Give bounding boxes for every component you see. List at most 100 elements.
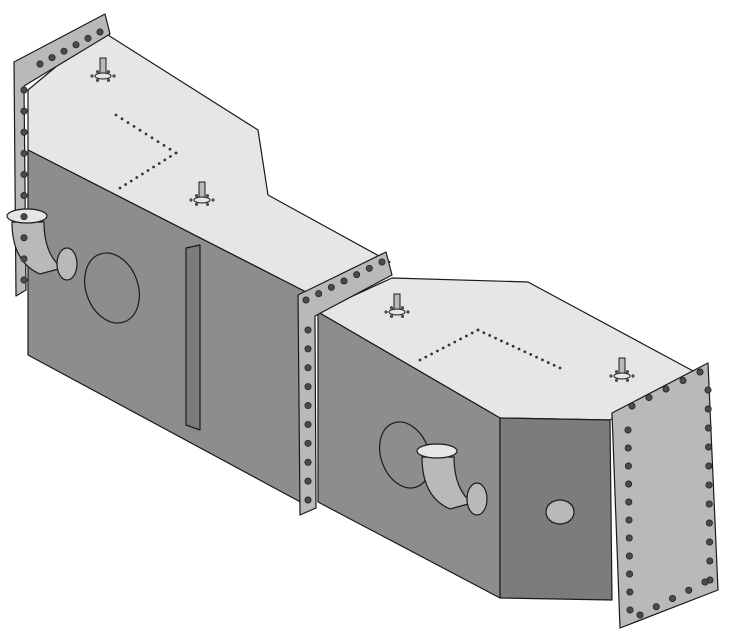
flange-bolt (624, 426, 632, 434)
flange-bolt (304, 364, 312, 372)
nozzle-top (609, 357, 635, 382)
flange-bolt (696, 368, 704, 376)
nozzle-top-bolt (625, 370, 630, 374)
flange-bolt (72, 41, 80, 49)
nozzle-top-bolt (625, 378, 630, 382)
rivet (511, 344, 515, 348)
rivet (523, 350, 527, 354)
flange-bolt (705, 481, 713, 489)
pipe-elbow-right-cap (416, 443, 458, 459)
flange-bolt (704, 386, 712, 394)
flange-bolt (626, 606, 634, 614)
right-end-flange (611, 362, 719, 629)
flange-bolt (706, 538, 714, 546)
flange-bolt (304, 326, 312, 334)
rivet (441, 346, 445, 350)
rivet (541, 358, 544, 362)
flange-bolt (304, 402, 312, 410)
bolts (20, 28, 714, 619)
nozzle-top-bolt (631, 374, 635, 378)
rivet (552, 363, 556, 367)
rivet (163, 158, 167, 162)
flange-bolt (20, 86, 28, 94)
flange-bolt (304, 458, 312, 466)
rivet (476, 328, 480, 332)
nozzle-top-bolt (614, 378, 619, 382)
side-boss (545, 499, 575, 525)
flange-bolt (365, 264, 373, 272)
rivet (535, 355, 538, 359)
rivet (505, 342, 509, 345)
flange-bolt (304, 496, 312, 504)
flange-bolt (20, 234, 28, 242)
pipe-elbow-left-outlet (56, 247, 78, 281)
pipe-elbow-right-body (421, 456, 474, 510)
flange-bolt (706, 557, 714, 565)
flange-bolt (624, 462, 632, 470)
flange-bolt (668, 594, 676, 602)
flange-bolt (304, 383, 312, 391)
nozzle-top-base (613, 372, 631, 380)
rivet (447, 343, 451, 347)
rivet (517, 347, 521, 351)
left-flange (13, 13, 111, 297)
nozzle-top-bolt (95, 70, 100, 74)
flanges (13, 13, 719, 629)
rivet (482, 331, 486, 335)
flange-bolt (48, 54, 56, 62)
rivet (436, 349, 439, 353)
left-box (27, 29, 391, 506)
flange-bolt (340, 277, 348, 285)
rivet (135, 176, 139, 179)
rivet (500, 339, 503, 343)
middle-channel (185, 244, 201, 431)
nozzle-top-bolt (400, 306, 405, 310)
flange-bolt (679, 376, 687, 384)
flange-bolt (645, 393, 653, 401)
rivet (418, 358, 422, 362)
nozzle-top-bolt (384, 310, 388, 314)
rivet (114, 113, 118, 117)
rivet (488, 334, 492, 337)
nozzle-top-bolt (106, 78, 111, 82)
flange-bolt (353, 271, 361, 279)
nozzle-top-bolt (614, 370, 619, 374)
nozzle-top-bolt (211, 198, 215, 202)
flange-bolt (96, 28, 104, 36)
rivet (124, 183, 127, 186)
rivet (157, 162, 161, 165)
nozzle-top-bolt (189, 198, 193, 202)
rivet (162, 144, 166, 147)
rivet (150, 136, 154, 140)
rivet (144, 132, 148, 136)
flange-bolt (652, 603, 660, 611)
flange-bolt (625, 516, 633, 524)
flange-bolt (315, 290, 323, 298)
rivet (470, 331, 474, 335)
nozzle-top-bolt (609, 374, 613, 378)
flange-bolt (685, 586, 693, 594)
nozzle-top-bolt (95, 78, 100, 82)
flange-bolt (20, 276, 28, 284)
flange-bolt (626, 570, 634, 578)
flange-bolt (20, 170, 28, 178)
flange-bolt (20, 255, 28, 263)
rivet (132, 125, 136, 128)
nozzle-top-bolt (90, 74, 94, 78)
nozzle-top-bolt (194, 202, 199, 206)
rivet (174, 151, 178, 155)
nozzle-top-bolt (389, 314, 394, 318)
flange-bolt (20, 213, 28, 221)
flange-bolt (327, 283, 335, 291)
rivet (168, 147, 172, 151)
pipe-elbow-right (416, 443, 488, 516)
rivet (129, 179, 133, 183)
nozzle-top-bolt (194, 194, 199, 198)
rivet (465, 334, 468, 338)
flange-bolt (304, 420, 312, 428)
rivet (138, 128, 142, 132)
flange-bolt (625, 552, 633, 560)
flange-bolt (636, 611, 644, 619)
rivet (459, 337, 462, 341)
